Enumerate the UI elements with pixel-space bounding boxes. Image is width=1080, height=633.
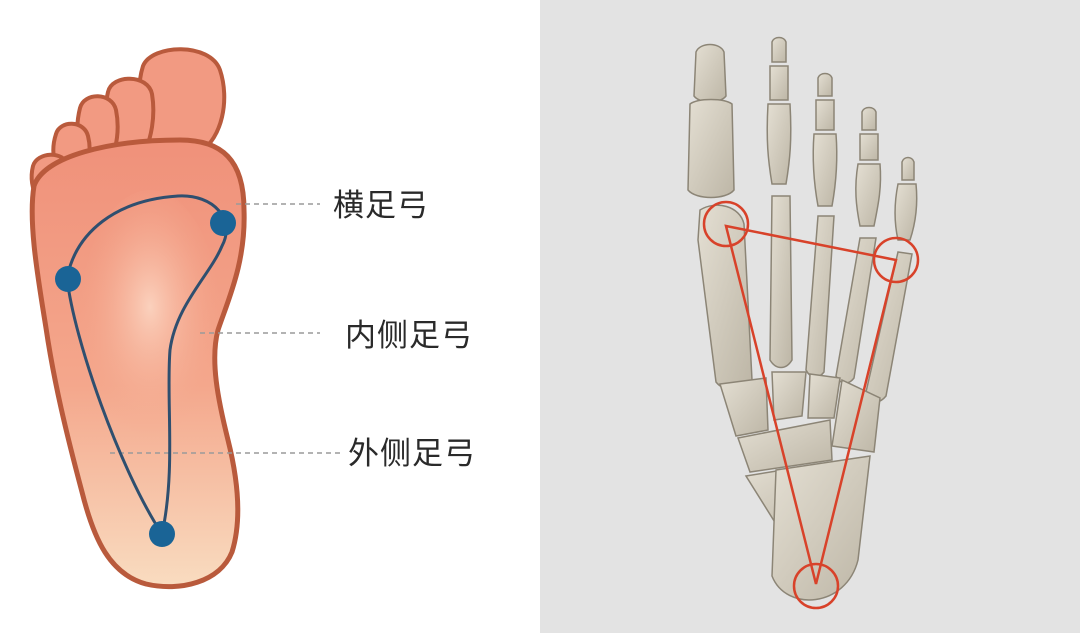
tripod-triangle <box>724 224 898 585</box>
toe3-middle <box>815 99 835 131</box>
label-lateral-arch: 外侧足弓 <box>348 436 476 472</box>
leader-lines <box>110 203 340 454</box>
toe2-middle <box>769 65 789 101</box>
lateral-cuneiform <box>807 373 841 419</box>
metatarsal-5 <box>865 251 913 403</box>
skeleton-diagram-panel <box>540 0 1080 633</box>
hallux-proximal-phalanx <box>687 98 735 199</box>
contact-circle-fifth-metatarsal <box>872 236 920 284</box>
arch-highlight <box>80 190 220 450</box>
cuboid <box>831 378 881 453</box>
sole-illustration <box>29 47 340 590</box>
foot-skeleton-illustration <box>687 36 920 610</box>
arch-curve <box>65 194 228 538</box>
toe4-proximal <box>855 163 882 227</box>
arch-point-heel <box>149 521 175 547</box>
arch-point-medial <box>55 266 81 292</box>
toe3-distal <box>817 72 833 97</box>
toe4-distal <box>861 106 877 131</box>
intermediate-cuneiform <box>771 371 807 421</box>
medial-cuneiform <box>719 377 769 437</box>
label-transverse-arch: 横足弓 <box>333 188 429 224</box>
metatarsal-2 <box>769 195 793 369</box>
sole-diagram-panel: 横足弓 内侧足弓 外侧足弓 <box>29 47 476 590</box>
arch-point-transverse <box>210 210 236 236</box>
hallux-distal-phalanx <box>693 43 727 103</box>
contact-circle-heel <box>792 562 840 610</box>
foot-bones <box>687 36 918 601</box>
toe5-proximal <box>894 183 918 241</box>
calcaneus <box>771 455 871 601</box>
tripod-overlay <box>702 200 920 610</box>
toe2-distal <box>771 36 787 63</box>
toe5-distal <box>901 156 915 181</box>
label-medial-arch: 内侧足弓 <box>345 318 473 354</box>
toe3-proximal <box>812 133 838 207</box>
contact-circle-first-metatarsal <box>702 200 750 248</box>
toe4-middle <box>859 133 879 161</box>
metatarsal-3 <box>805 215 835 378</box>
navicular <box>737 419 833 473</box>
toe2-proximal <box>766 103 792 185</box>
